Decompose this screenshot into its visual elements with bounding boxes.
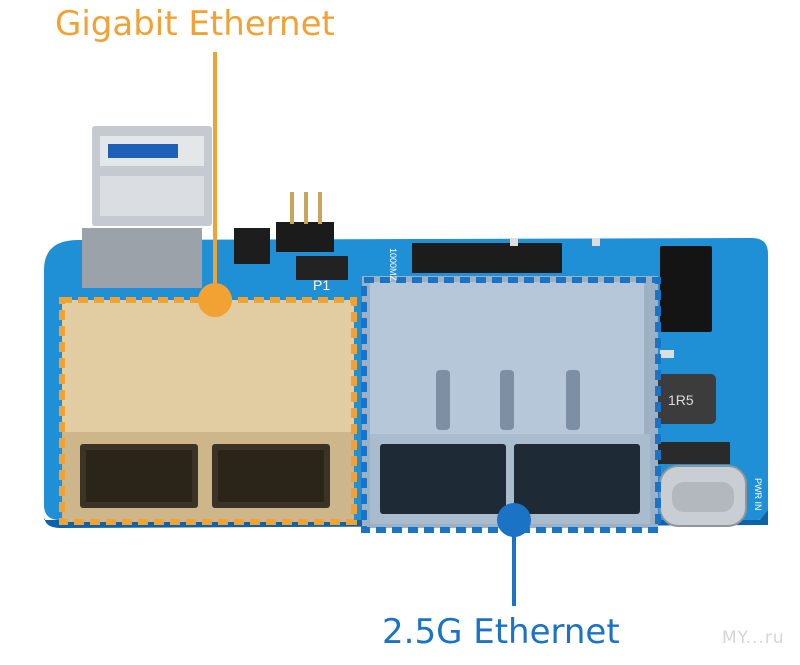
silkscreen-clock: 1000MZ bbox=[388, 248, 398, 282]
gigabit-ethernet-ports bbox=[59, 297, 357, 525]
silkscreen-power-in: PWR IN bbox=[753, 478, 763, 511]
silkscreen-p1: P1 bbox=[313, 277, 330, 293]
silkscreen-1r5: 1R5 bbox=[668, 392, 694, 408]
ethernet-25g-callout bbox=[497, 503, 531, 606]
ethernet-25g-label: 2.5G Ethernet bbox=[382, 612, 620, 652]
usb-a-port bbox=[82, 126, 212, 288]
ethernet-25g-ports bbox=[361, 276, 661, 533]
gigabit-ethernet-label: Gigabit Ethernet bbox=[55, 4, 335, 44]
watermark: MY...ru bbox=[722, 628, 785, 648]
gigabit-callout bbox=[198, 52, 232, 317]
